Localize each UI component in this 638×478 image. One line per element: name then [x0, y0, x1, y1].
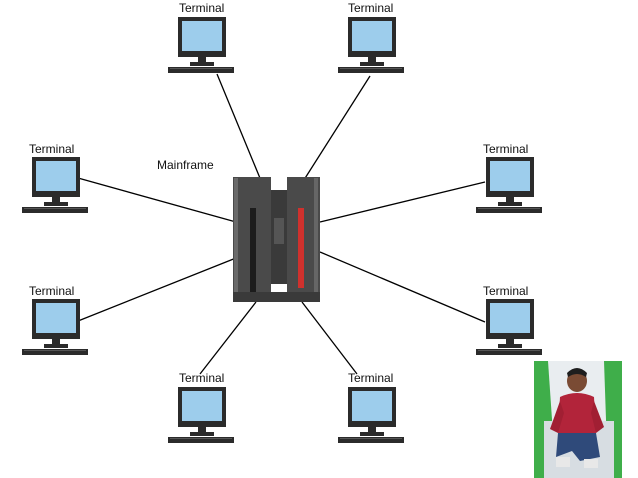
- terminal-label: Terminal: [29, 142, 74, 156]
- link-mid-left-upper: [77, 177, 237, 223]
- terminal-label: Terminal: [483, 284, 528, 298]
- link-top-right: [301, 75, 371, 184]
- terminal-top-right: Terminal: [338, 1, 404, 73]
- link-mid-right-upper: [319, 181, 486, 223]
- terminal-mid-right-lower: Terminal: [476, 284, 542, 355]
- mainframe-icon: [233, 177, 320, 302]
- terminal-label: Terminal: [348, 371, 393, 385]
- link-mid-right-lower: [319, 251, 486, 323]
- terminal-mid-left-lower: Terminal: [22, 284, 88, 355]
- terminal-bottom-right: Terminal: [338, 371, 404, 443]
- person-photo-icon: [534, 361, 622, 478]
- connection-lines: [77, 73, 486, 375]
- mainframe-label: Mainframe: [157, 158, 214, 172]
- terminal-label: Terminal: [179, 1, 224, 15]
- terminal-mid-left-upper: Terminal: [22, 142, 88, 213]
- terminal-label: Terminal: [483, 142, 528, 156]
- person-photo: [534, 361, 622, 478]
- link-top-left: [216, 73, 263, 184]
- terminal-label: Terminal: [29, 284, 74, 298]
- terminal-mid-right-upper: Terminal: [476, 142, 542, 213]
- terminal-label: Terminal: [179, 371, 224, 385]
- terminal-top-left: Terminal: [168, 1, 234, 73]
- terminal-label: Terminal: [348, 1, 393, 15]
- terminal-bottom-left: Terminal: [168, 371, 234, 443]
- link-bottom-right: [301, 301, 358, 375]
- link-mid-left-lower: [77, 257, 237, 322]
- link-bottom-left: [199, 301, 257, 375]
